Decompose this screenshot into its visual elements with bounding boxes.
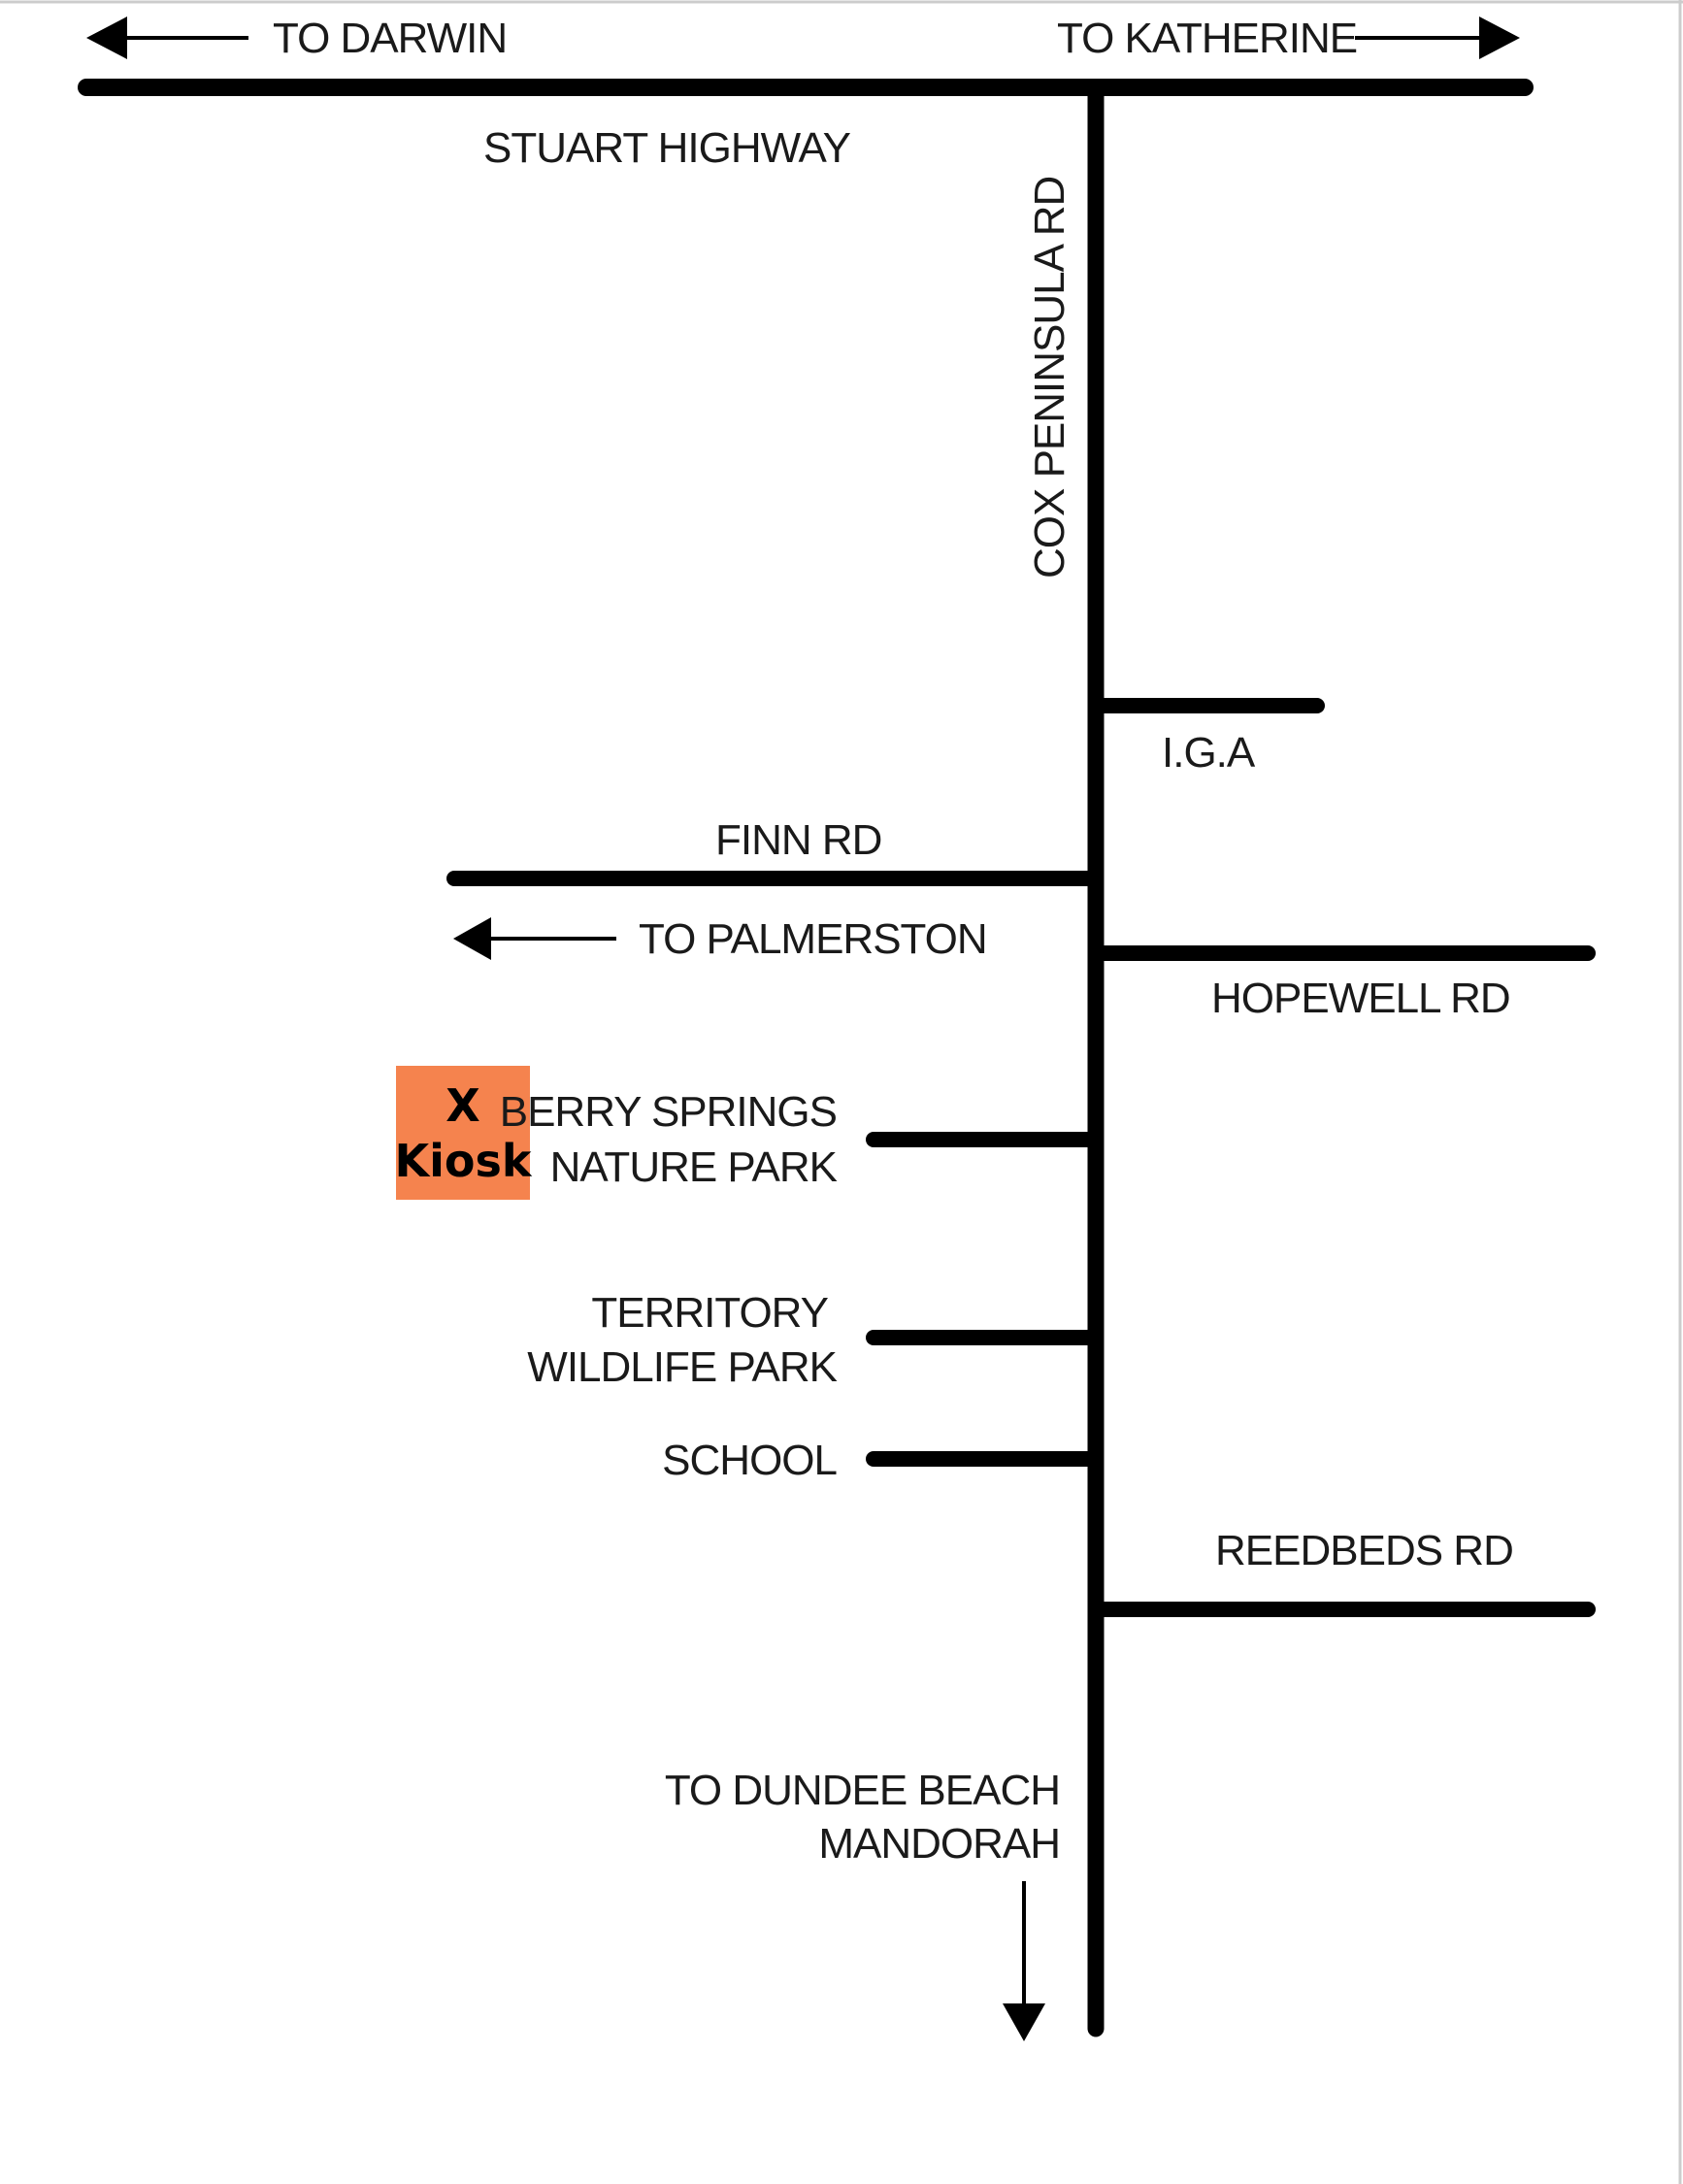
- to-palmerston-label: TO PALMERSTON: [639, 915, 987, 963]
- iga-label: I.G.A: [1162, 729, 1256, 777]
- school-label: SCHOOL: [662, 1437, 837, 1484]
- cox-peninsula-rd-label: COX PENINSULA RD: [1026, 177, 1073, 579]
- berry-springs-label-line1: BERRY SPRINGS: [500, 1088, 837, 1136]
- berry-springs-label-line2: NATURE PARK: [550, 1143, 838, 1191]
- to-katherine-arrow-icon: [1355, 17, 1520, 59]
- kiosk-label: Kiosk: [395, 1135, 533, 1187]
- to-palmerston-arrow-icon: [453, 917, 616, 960]
- kiosk-x-marker: X: [446, 1079, 479, 1132]
- to-dundee-arrow-icon: [1003, 1881, 1045, 2041]
- kiosk-marker: X Kiosk: [395, 1066, 533, 1200]
- dundee-beach-label-line1: TO DUNDEE BEACH: [665, 1767, 1060, 1814]
- to-darwin-arrow-icon: [86, 17, 248, 59]
- territory-wildlife-label-line2: WILDLIFE PARK: [527, 1343, 837, 1391]
- finn-rd-label: FINN RD: [715, 816, 881, 864]
- to-katherine-label: TO KATHERINE: [1057, 15, 1357, 62]
- to-darwin-label: TO DARWIN: [273, 15, 507, 62]
- mandorah-label-line2: MANDORAH: [818, 1820, 1060, 1868]
- hopewell-rd-label: HOPEWELL RD: [1211, 975, 1510, 1022]
- reedbeds-rd-label: REEDBEDS RD: [1215, 1527, 1513, 1574]
- territory-wildlife-label-line1: TERRITORY: [591, 1289, 828, 1337]
- kiosk-box: [396, 1066, 530, 1200]
- stuart-highway-label: STUART HIGHWAY: [483, 124, 851, 172]
